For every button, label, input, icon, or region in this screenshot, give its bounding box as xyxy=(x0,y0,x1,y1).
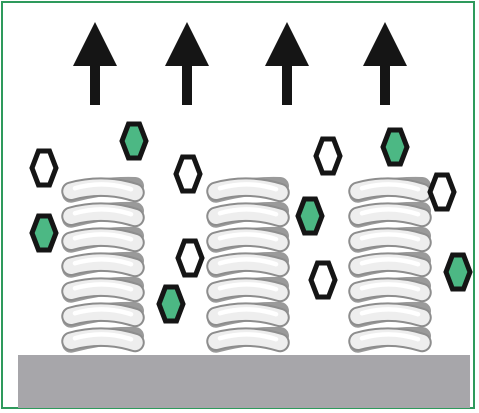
spring-highlight xyxy=(217,307,279,317)
arrow-shaft xyxy=(380,62,390,105)
filled-hexagon-particle xyxy=(29,213,59,253)
hollow-hexagon-particle xyxy=(29,148,59,188)
up-arrow-icon xyxy=(165,22,209,105)
spring-coil xyxy=(206,176,290,353)
spring-highlight xyxy=(217,207,279,217)
spring-highlight xyxy=(72,207,134,217)
up-arrow-icon xyxy=(73,22,117,105)
hollow-hexagon-particle xyxy=(173,154,203,194)
spring-highlight xyxy=(72,332,134,342)
spring-highlight xyxy=(72,257,134,267)
spring-highlight xyxy=(72,182,134,192)
spring-highlight xyxy=(72,307,134,317)
hollow-hexagon-particle xyxy=(427,172,457,212)
filled-hexagon-particle xyxy=(380,127,410,167)
up-arrow-icon xyxy=(265,22,309,105)
particles-group xyxy=(29,121,473,324)
filled-hexagon-particle xyxy=(443,252,473,292)
spring-highlight xyxy=(217,282,279,292)
arrows-group xyxy=(73,22,407,105)
arrow-head xyxy=(363,22,407,66)
spring-highlight xyxy=(359,182,421,192)
filled-hexagon-particle xyxy=(295,196,325,236)
arrow-shaft xyxy=(282,62,292,105)
up-arrow-icon xyxy=(363,22,407,105)
hollow-hexagon-particle xyxy=(175,238,205,278)
spring-highlight xyxy=(359,207,421,217)
spring-highlight xyxy=(72,232,134,242)
spring-highlight xyxy=(359,282,421,292)
spring-highlight xyxy=(359,232,421,242)
spring-highlight xyxy=(217,332,279,342)
substrate-base xyxy=(18,355,470,408)
arrow-head xyxy=(165,22,209,66)
filled-hexagon-particle xyxy=(119,121,149,161)
arrow-head xyxy=(265,22,309,66)
arrow-shaft xyxy=(90,62,100,105)
spring-highlight xyxy=(359,332,421,342)
hollow-hexagon-particle xyxy=(308,260,338,300)
spring-highlight xyxy=(72,282,134,292)
hollow-hexagon-particle xyxy=(313,136,343,176)
spring-highlight xyxy=(217,257,279,267)
spring-highlight xyxy=(217,182,279,192)
springs-group xyxy=(61,176,432,353)
spring-coil xyxy=(61,176,145,353)
arrow-head xyxy=(73,22,117,66)
spring-highlight xyxy=(359,307,421,317)
arrow-shaft xyxy=(182,62,192,105)
spring-coil xyxy=(348,176,432,353)
filled-hexagon-particle xyxy=(156,284,186,324)
spring-highlight xyxy=(359,257,421,267)
spring-highlight xyxy=(217,232,279,242)
